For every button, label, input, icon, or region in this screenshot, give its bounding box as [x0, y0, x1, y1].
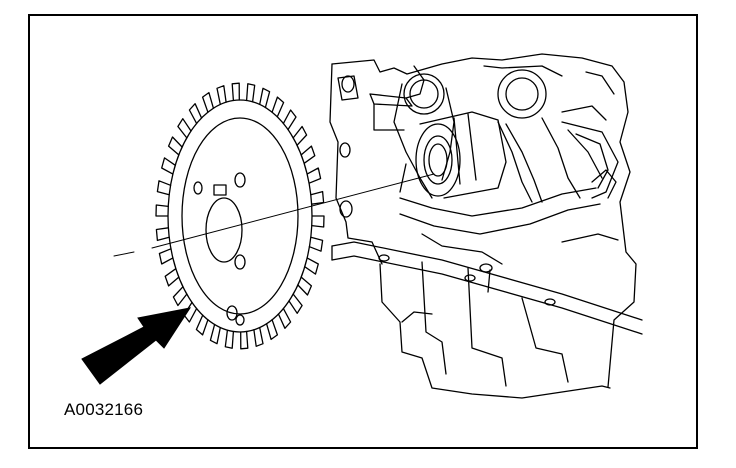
figure-code: A0032166	[64, 400, 144, 419]
timing-chain	[393, 65, 619, 203]
crankshaft-hub	[415, 111, 507, 199]
engine-block	[329, 53, 643, 399]
figure-frame: A0032166	[28, 14, 698, 449]
engine-timing-illustration	[81, 53, 643, 399]
alignment-centerline	[113, 173, 435, 257]
crankshaft-sprocket	[155, 82, 325, 350]
indicator-arrow	[81, 307, 192, 385]
